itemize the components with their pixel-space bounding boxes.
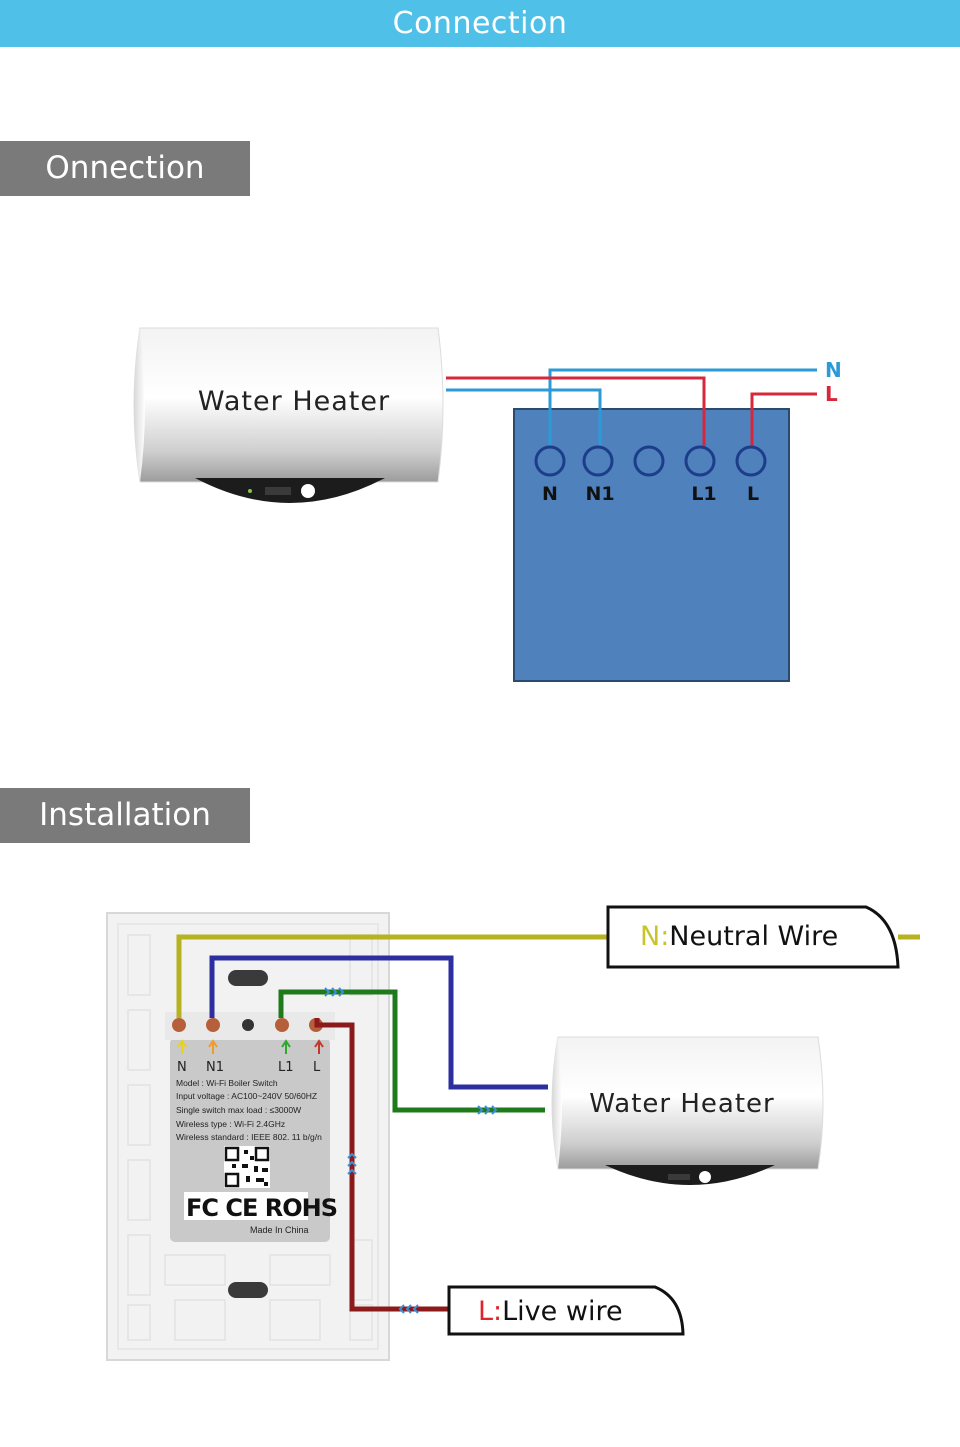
mount-slot-bottom bbox=[228, 1282, 268, 1298]
switch-module-label: N N1 L1 L Model : Wi-Fi Boiler Switch In… bbox=[165, 1012, 338, 1242]
module-label-l: L bbox=[313, 1060, 321, 1075]
terminal-empty bbox=[633, 445, 665, 477]
neutral-callout-text: Neutral Wire bbox=[669, 921, 838, 952]
svg-text:L:Live wire: L:Live wire bbox=[478, 1296, 623, 1327]
terminal-n bbox=[534, 445, 566, 477]
terminal-label-l: L bbox=[747, 483, 759, 505]
connection-wires bbox=[446, 368, 817, 447]
live-callout-text: Live wire bbox=[502, 1296, 622, 1327]
spec-wireless-type: Wireless type : Wi-Fi 2.4GHz bbox=[176, 1119, 285, 1129]
neutral-callout-prefix: N: bbox=[640, 921, 669, 952]
heater-label-bottom: Water Heater bbox=[589, 1089, 774, 1119]
installation-wires bbox=[176, 934, 920, 1312]
terminal-l1 bbox=[684, 445, 716, 477]
water-heater-bottom: Water Heater bbox=[551, 1036, 824, 1185]
terminal-n1 bbox=[582, 445, 614, 477]
terminal-l bbox=[735, 445, 767, 477]
svg-text:N:Neutral Wire: N:Neutral Wire bbox=[640, 921, 838, 952]
qr-code-icon bbox=[224, 1146, 270, 1188]
spec-max-load: Single switch max load : ≤3000W bbox=[176, 1105, 301, 1115]
module-terminal-empty bbox=[242, 1019, 254, 1031]
neutral-line-label: N bbox=[825, 358, 842, 382]
spec-model: Model : Wi-Fi Boiler Switch bbox=[176, 1078, 278, 1088]
module-label-l1: L1 bbox=[278, 1060, 294, 1075]
section-label-connection: Onnection bbox=[0, 141, 250, 196]
live-line-label: L bbox=[825, 382, 838, 406]
terminal-label-n1: N1 bbox=[585, 483, 614, 505]
terminal-label-l1: L1 bbox=[691, 483, 716, 505]
heater-knob-bottom-icon bbox=[699, 1171, 711, 1183]
heater-label: Water Heater bbox=[198, 386, 390, 417]
page-title: Connection bbox=[0, 0, 960, 47]
arrow-n1-icon bbox=[208, 1039, 218, 1054]
arrow-n-icon bbox=[177, 1039, 187, 1054]
terminal-label-n: N bbox=[542, 483, 558, 505]
spec-voltage: Input voltage : AC100~240V 50/60HZ bbox=[176, 1091, 317, 1101]
section-label-installation: Installation bbox=[0, 788, 250, 843]
module-label-n1: N1 bbox=[206, 1060, 224, 1075]
mount-slot-top bbox=[228, 970, 268, 986]
module-terminal-l1 bbox=[275, 1018, 289, 1032]
arrow-l-icon bbox=[314, 1039, 324, 1054]
module-terminal-n1 bbox=[206, 1018, 220, 1032]
current-flow-arrows bbox=[324, 987, 498, 1314]
live-callout-prefix: L: bbox=[478, 1296, 502, 1327]
made-in-label: Made In China bbox=[250, 1225, 309, 1235]
module-label-n: N bbox=[177, 1060, 187, 1075]
heater-knob-icon bbox=[301, 484, 315, 498]
certification-marks: FC CE ROHS bbox=[186, 1194, 337, 1222]
live-wire-callout: L:Live wire bbox=[447, 1285, 685, 1336]
terminal-row: N N1 L1 L bbox=[534, 445, 767, 505]
spec-wireless-standard: Wireless standard : IEEE 802. 11 b/g/n bbox=[176, 1132, 322, 1142]
neutral-wire-callout: N:Neutral Wire bbox=[606, 905, 900, 969]
water-heater-top: Water Heater bbox=[133, 327, 444, 503]
arrow-l1-icon bbox=[281, 1039, 291, 1054]
module-terminal-n bbox=[172, 1018, 186, 1032]
